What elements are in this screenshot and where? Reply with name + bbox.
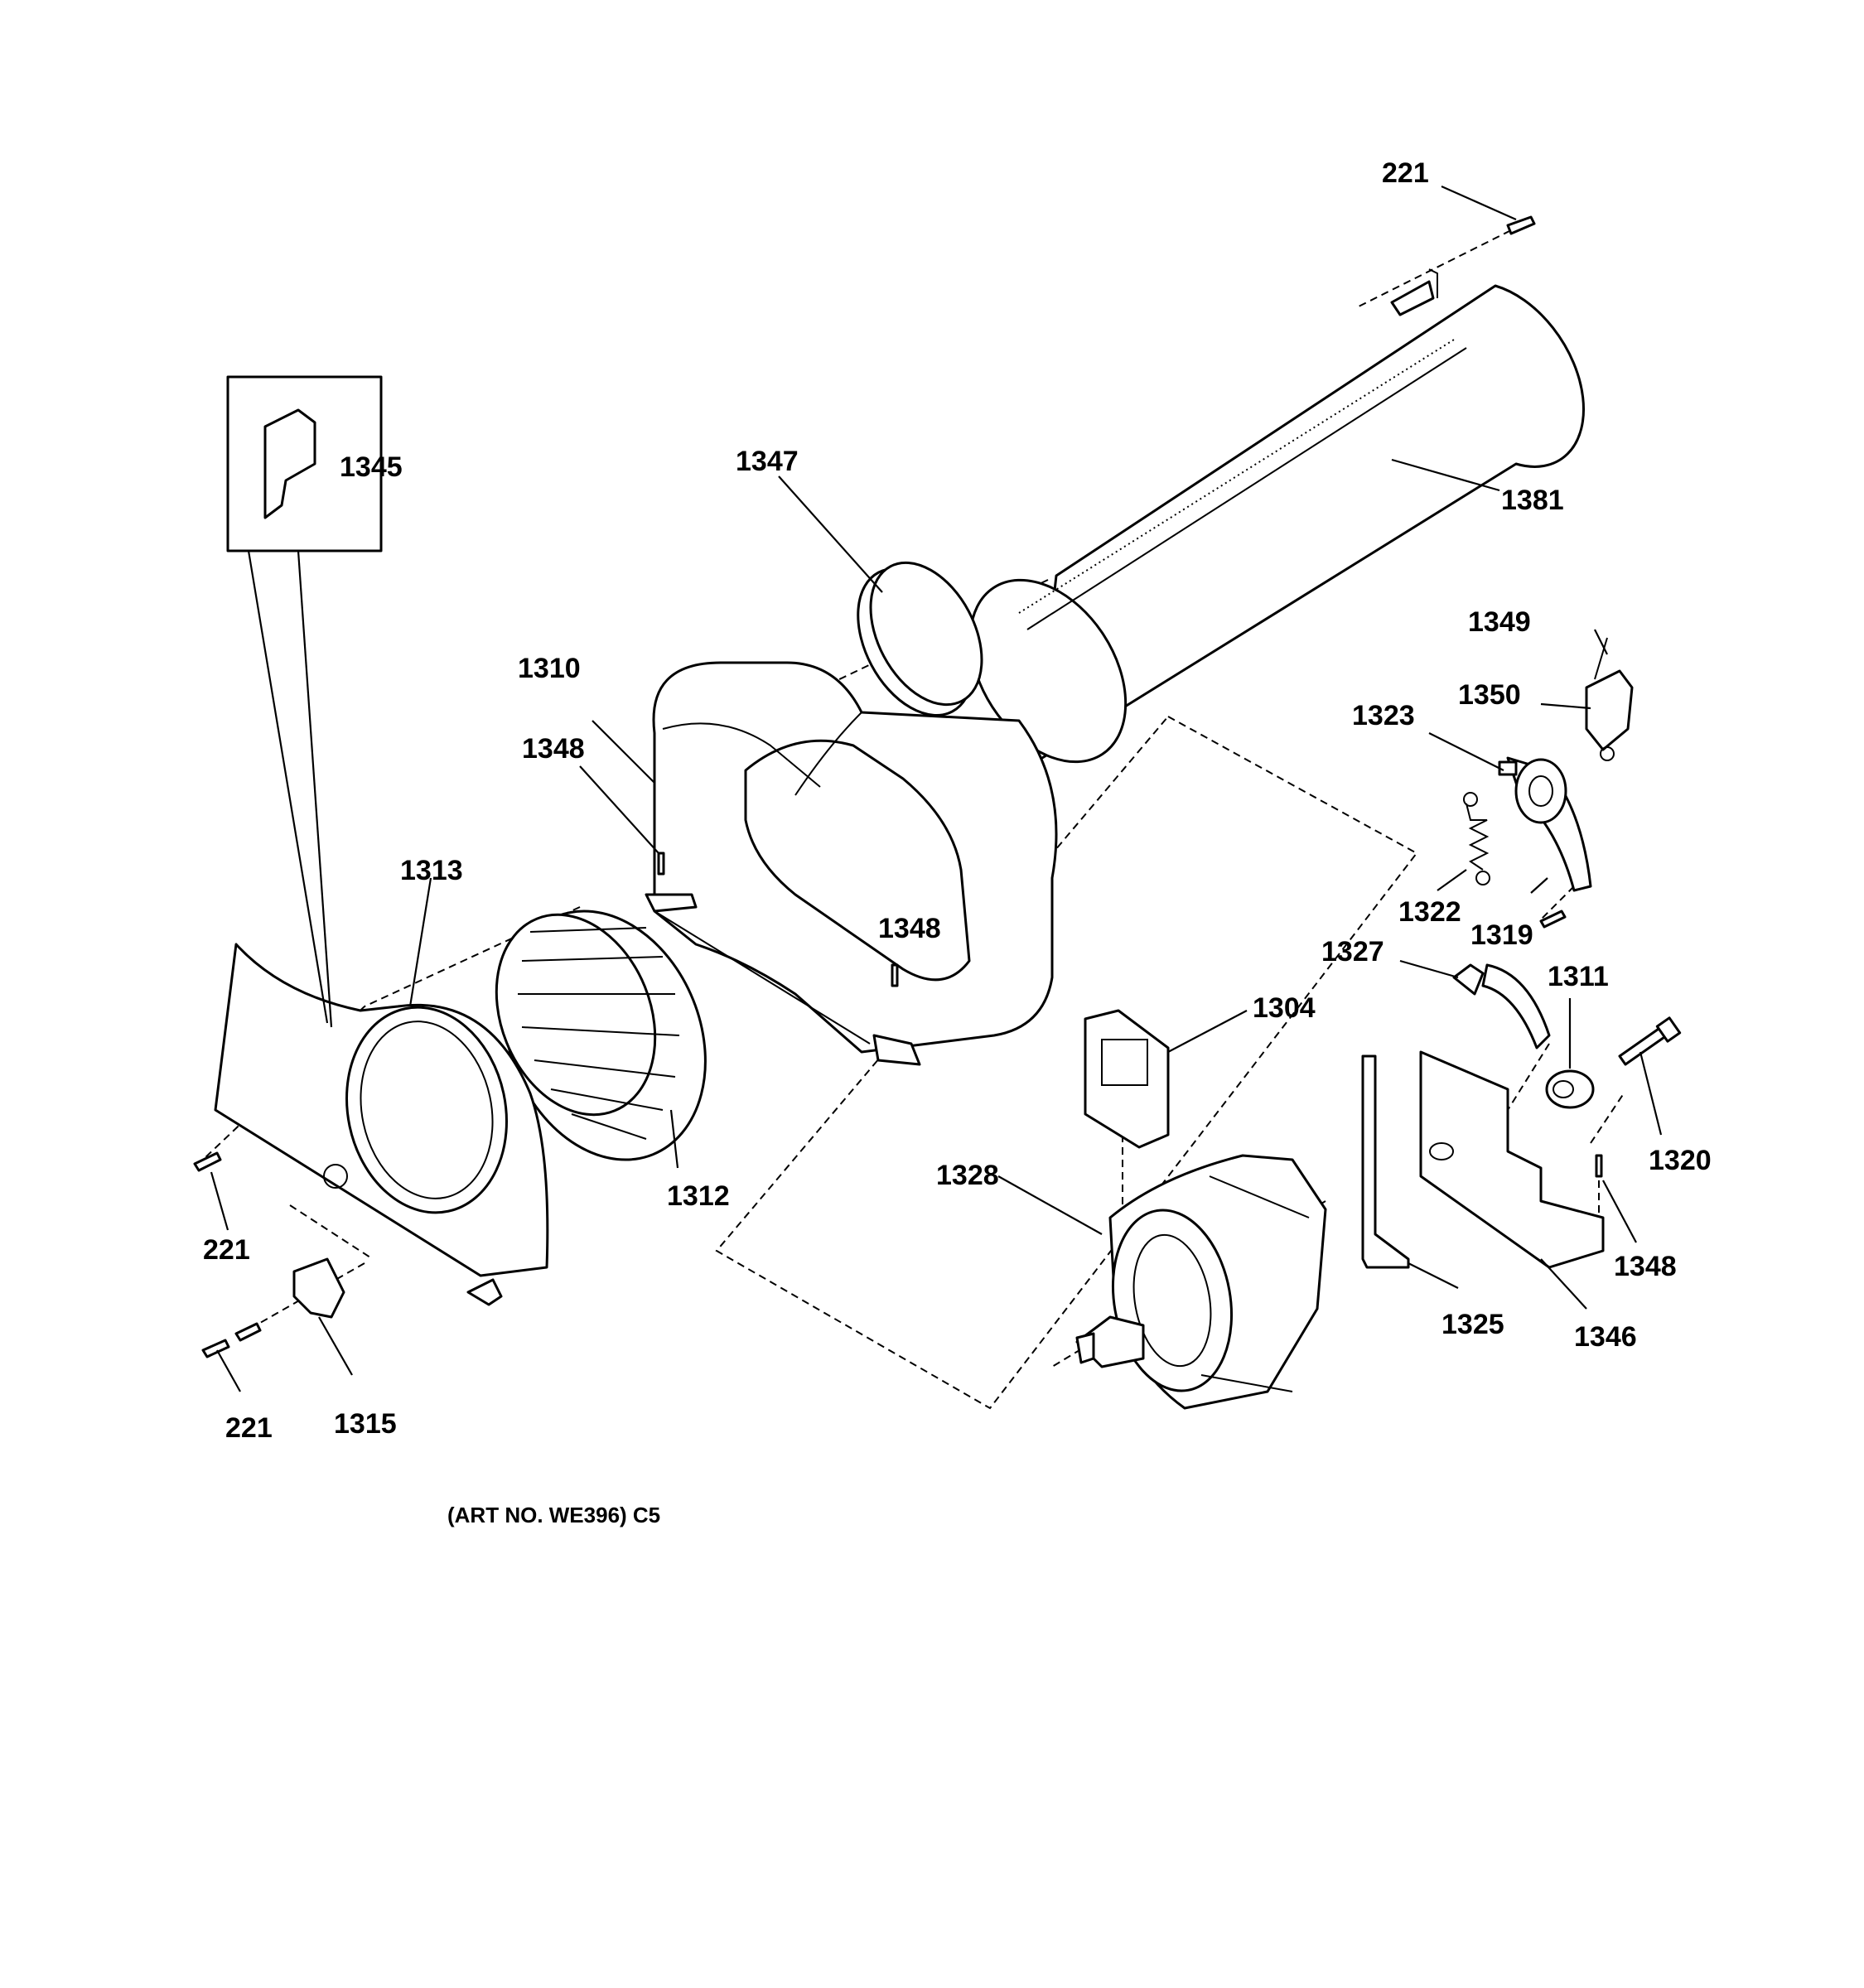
label-1349: 1349 <box>1468 606 1531 638</box>
label-221-top: 221 <box>1382 157 1429 189</box>
part-1325-strap <box>1361 1054 1410 1269</box>
label-221-left: 221 <box>203 1234 250 1266</box>
part-1315-thermostat <box>292 1257 345 1319</box>
label-1319: 1319 <box>1470 919 1533 951</box>
label-1304: 1304 <box>1253 992 1316 1024</box>
part-1310-blower-housing <box>645 661 1058 1066</box>
label-1313: 1313 <box>400 855 463 886</box>
part-1346-motor-bracket <box>1419 1050 1605 1269</box>
label-1311: 1311 <box>1548 961 1609 992</box>
label-1310: 1310 <box>518 653 581 684</box>
art-number-caption: (ART NO. WE396) C5 <box>447 1503 660 1527</box>
label-1348-a: 1348 <box>522 733 585 765</box>
part-1311-idler-pulley <box>1545 1069 1595 1109</box>
label-1347: 1347 <box>736 446 799 477</box>
label-1328: 1328 <box>936 1160 999 1191</box>
label-1348-c: 1348 <box>1614 1251 1677 1282</box>
part-1327-belt-clip <box>1452 963 1551 1049</box>
part-1328-motor <box>1075 1154 1327 1410</box>
part-1347-duct-seal-ring <box>857 561 983 717</box>
part-1350-switch-bracket <box>1585 637 1634 761</box>
label-1327: 1327 <box>1321 936 1384 967</box>
part-1381-exhaust-duct <box>968 268 1585 764</box>
leader-lines <box>210 185 1663 1392</box>
part-1312-blower-wheel <box>495 910 707 1161</box>
label-1315: 1315 <box>334 1408 397 1440</box>
label-1322: 1322 <box>1398 896 1461 928</box>
part-1345-inset-callout <box>226 375 383 1028</box>
callout-labels: 221 1381 1347 1345 1349 1350 1310 1323 1… <box>203 157 1712 1444</box>
part-1313-blower-cover <box>214 943 549 1306</box>
label-1312: 1312 <box>667 1180 730 1212</box>
label-1345: 1345 <box>340 451 403 483</box>
part-1320-bolt <box>1618 1016 1682 1066</box>
label-1381: 1381 <box>1501 485 1564 516</box>
label-1348-b: 1348 <box>878 913 941 944</box>
label-1325: 1325 <box>1441 1309 1504 1340</box>
part-1322-spring <box>1463 792 1490 885</box>
part-1323-idler-arm <box>1498 756 1592 892</box>
label-1320: 1320 <box>1649 1145 1712 1176</box>
label-1350: 1350 <box>1458 679 1521 711</box>
label-221-bottom: 221 <box>225 1412 273 1444</box>
part-1304-motor-mount <box>1084 1009 1170 1149</box>
screws <box>193 215 1603 1358</box>
label-1346: 1346 <box>1574 1321 1637 1353</box>
label-1323: 1323 <box>1352 700 1415 731</box>
